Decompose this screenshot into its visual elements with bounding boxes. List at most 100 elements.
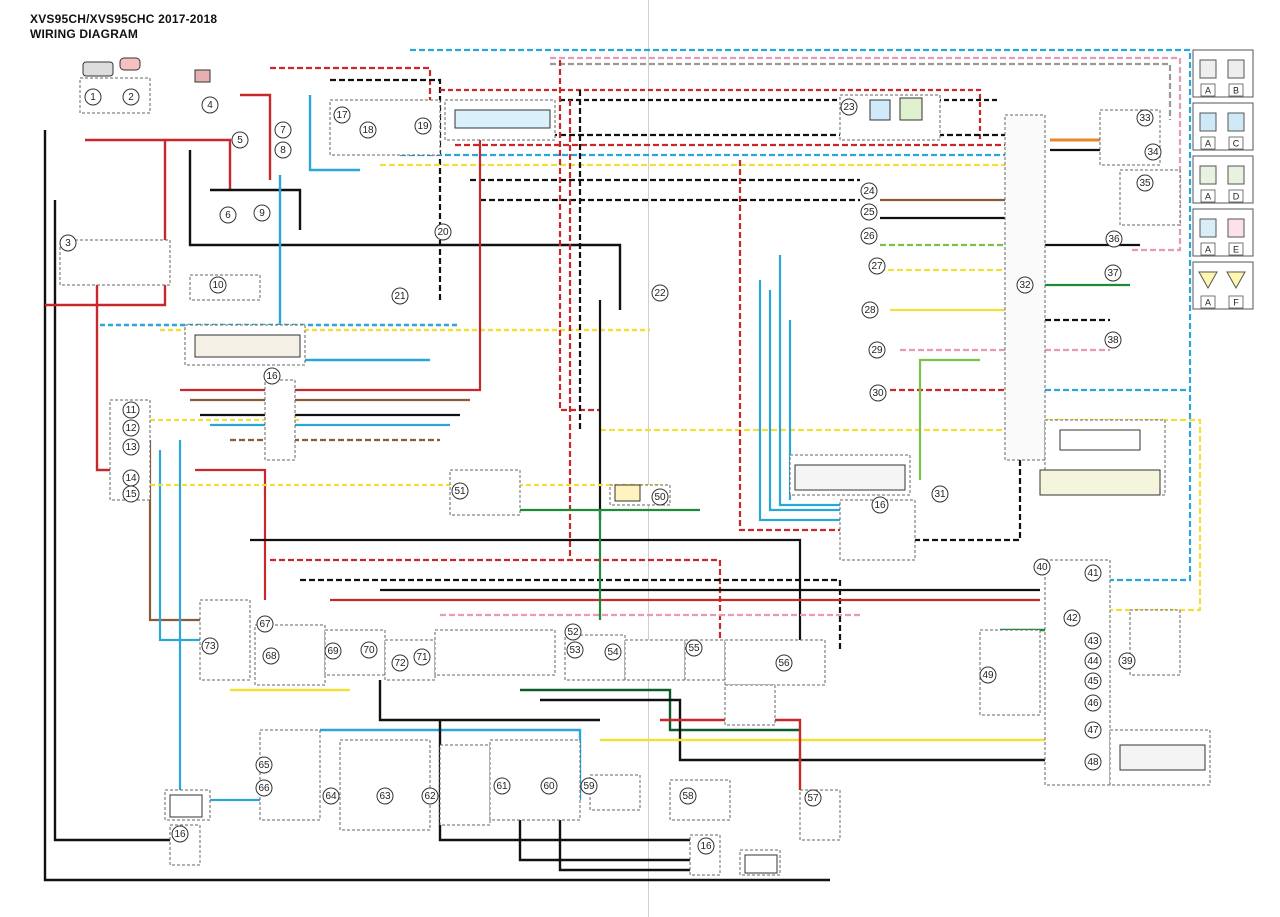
callout-circle: [931, 485, 949, 503]
callout-number: 1: [90, 92, 96, 103]
wire-pink-dashed: [550, 56, 1182, 252]
callout-number: 43: [1087, 636, 1099, 647]
component-callout-15: 15: [122, 485, 140, 503]
legend-label-left-4: A: [1205, 245, 1211, 255]
callout-number: 28: [864, 305, 876, 316]
callout-number: 55: [688, 643, 700, 654]
component-callout-60: 60: [540, 777, 558, 795]
callout-number: 70: [363, 645, 375, 656]
box-62-63: [339, 739, 431, 831]
callout-circle: [868, 257, 886, 275]
wire-red-15: [195, 468, 267, 600]
component-callout-21: 21: [391, 287, 409, 305]
connector-bottom-left: [169, 794, 203, 818]
callout-circle: [540, 777, 558, 795]
component-callout-30: 30: [869, 384, 887, 402]
component-callout-42: 42: [1063, 609, 1081, 627]
callout-number: 25: [863, 207, 875, 218]
wire-black-2: [53, 200, 195, 842]
wire-red-bottom: [660, 718, 802, 790]
callout-circle: [421, 787, 439, 805]
callout-number: 20: [437, 227, 449, 238]
callout-circle: [861, 301, 879, 319]
callout-number: 45: [1087, 676, 1099, 687]
callout-circle: [869, 384, 887, 402]
callout-circle: [860, 182, 878, 200]
legend-label-box: [1228, 83, 1244, 97]
component-callout-8: 8: [274, 141, 292, 159]
legend-label-box: [1228, 242, 1244, 256]
callout-number: 62: [424, 791, 436, 802]
callout-circle: [122, 401, 140, 419]
component-callout-24: 24: [860, 182, 878, 200]
callout-number: 2: [128, 92, 134, 103]
callout-circle: [1084, 721, 1102, 739]
callout-circle: [333, 106, 351, 124]
callout-number: 47: [1087, 725, 1099, 736]
wire-black-dashed-mid: [300, 578, 842, 650]
callout-number: 68: [265, 651, 277, 662]
callout-circle: [413, 648, 431, 666]
component-callout-55: 55: [685, 639, 703, 657]
component-callout-7: 7: [274, 121, 292, 139]
callout-circle: [979, 666, 997, 684]
callout-number: 6: [225, 210, 231, 221]
wire-black-bottom-2: [540, 698, 1050, 762]
callout-number: 12: [125, 423, 137, 434]
callout-circle: [451, 482, 469, 500]
connector-main: [82, 61, 114, 77]
callout-circle: [171, 825, 189, 843]
callout-number: 52: [567, 627, 579, 638]
callout-circle: [376, 787, 394, 805]
callout-circle: [1144, 143, 1162, 161]
box-16: [264, 379, 296, 461]
callout-number: 29: [871, 345, 883, 356]
wire-black-ground-left: [43, 130, 830, 882]
component-callout-48: 48: [1084, 753, 1102, 771]
legend-label-left-1: A: [1205, 86, 1211, 96]
callout-circle: [274, 141, 292, 159]
component-callout-17: 17: [333, 106, 351, 124]
connector-23b: [899, 97, 923, 121]
callout-circle: [1016, 276, 1034, 294]
connector-4: [194, 69, 211, 83]
legend-label-right-1: B: [1233, 86, 1239, 96]
callout-circle: [697, 837, 715, 855]
callout-circle: [324, 642, 342, 660]
component-callout-34: 34: [1144, 143, 1162, 161]
model-title: XVS95CH/XVS95CHC 2017-2018: [30, 12, 218, 26]
connector-rear: [1119, 744, 1206, 771]
callout-number: 64: [325, 791, 337, 802]
box-58: [669, 779, 731, 821]
callout-circle: [360, 641, 378, 659]
callout-circle: [775, 654, 793, 672]
component-callout-71: 71: [413, 648, 431, 666]
callout-circle: [580, 777, 598, 795]
callout-circle: [1104, 331, 1122, 349]
component-callout-25: 25: [860, 203, 878, 221]
callout-number: 10: [212, 280, 224, 291]
callout-circle: [804, 789, 822, 807]
legend-label-left-2: A: [1205, 139, 1211, 149]
connector-50: [614, 484, 641, 502]
component-callout-31: 31: [931, 485, 949, 503]
box-61: [439, 744, 491, 826]
callout-number: 50: [654, 492, 666, 503]
box-59b: [589, 774, 641, 811]
callout-number: 13: [125, 442, 137, 453]
legend-label-box: [1228, 295, 1244, 309]
callout-circle: [122, 419, 140, 437]
callout-number: 59: [583, 781, 595, 792]
callout-circle: [322, 787, 340, 805]
wire-black-bottom-3: [378, 680, 600, 722]
box-40-48: [1044, 559, 1111, 786]
callout-number: 33: [1139, 113, 1151, 124]
callout-circle: [1084, 564, 1102, 582]
callout-circle: [1136, 174, 1154, 192]
connector-multi: [194, 334, 301, 358]
component-callout-56: 56: [775, 654, 793, 672]
callout-number: 54: [607, 647, 619, 658]
callout-circle: [840, 98, 858, 116]
component-callout-6: 6: [219, 206, 237, 224]
